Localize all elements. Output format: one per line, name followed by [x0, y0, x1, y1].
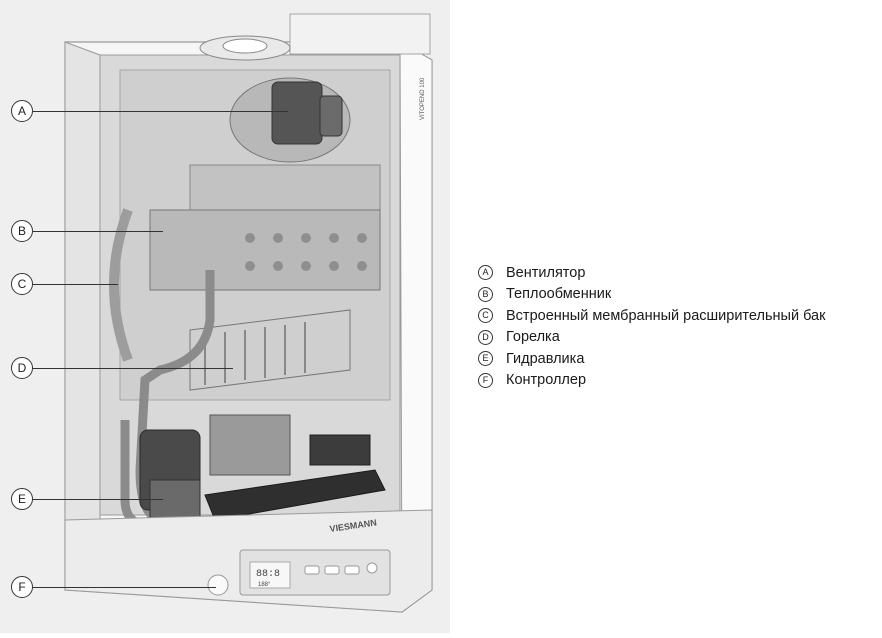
boiler-illustration-panel: VIESMANN VITOPEND 100 88:8 188° — [0, 0, 450, 633]
callout-line-f — [33, 587, 216, 588]
component-legend: A Вентилятор B Теплообменник C Встроенны… — [478, 262, 825, 391]
legend-badge: A — [478, 265, 493, 281]
callout-d: D — [11, 357, 33, 379]
legend-label: Контроллер — [506, 372, 587, 389]
legend-item: A Вентилятор — [478, 262, 825, 284]
controller-button-3 — [344, 565, 360, 575]
controller-knob — [366, 562, 378, 574]
callout-c: C — [11, 273, 33, 295]
top-frame — [289, 13, 431, 55]
gas-valve — [209, 414, 291, 476]
electronics-module — [309, 434, 371, 466]
boiler-cutaway-drawing: VIESMANN VITOPEND 100 88:8 188° — [64, 13, 433, 613]
fan-motor-cap — [319, 95, 343, 137]
model-mark: VITOPEND 100 — [420, 77, 426, 120]
expansion-tank — [109, 208, 133, 362]
burner-ramps — [204, 322, 306, 385]
heat-exchanger — [149, 209, 381, 291]
legend-badge: B — [478, 286, 493, 302]
controller-display-lower: 188° — [258, 582, 271, 588]
callout-line-e — [33, 499, 163, 500]
legend-label: Вентилятор — [506, 264, 586, 281]
callout-line-c — [33, 284, 118, 285]
legend-badge: E — [478, 351, 493, 367]
callout-e: E — [11, 488, 33, 510]
legend-badge: C — [478, 308, 493, 324]
legend-label: Теплообменник — [506, 286, 612, 303]
controller-display-digits: 88:8 — [256, 569, 280, 580]
controller-button-1 — [304, 565, 320, 575]
controller-button-2 — [324, 565, 340, 575]
controller-display — [249, 561, 291, 589]
legend-item: E Гидравлика — [478, 348, 825, 370]
callout-a: A — [11, 100, 33, 122]
legend-item: C Встроенный мембранный расширительный б… — [478, 305, 825, 327]
callout-line-b — [33, 231, 163, 232]
legend-item: D Горелка — [478, 327, 825, 349]
legend-label: Встроенный мембранный расширительный бак — [506, 307, 826, 324]
legend-badge: F — [478, 372, 493, 388]
heat-exchanger-ports — [245, 233, 367, 271]
callout-line-d — [33, 368, 233, 369]
hydraulic-block — [149, 479, 201, 521]
legend-badge: D — [478, 329, 493, 345]
casing-left-wall — [64, 41, 101, 591]
legend-item: B Теплообменник — [478, 284, 825, 306]
control-box-cover — [204, 469, 386, 521]
callout-line-a — [33, 111, 288, 112]
legend-label: Горелка — [506, 329, 560, 346]
legend-label: Гидравлика — [506, 350, 585, 367]
fan-motor — [271, 81, 323, 145]
callout-b: B — [11, 220, 33, 242]
pressure-gauge — [207, 574, 229, 596]
legend-item: F Контроллер — [478, 370, 825, 392]
burner — [189, 309, 351, 391]
flue-opening — [222, 38, 268, 54]
callout-f: F — [11, 576, 33, 598]
